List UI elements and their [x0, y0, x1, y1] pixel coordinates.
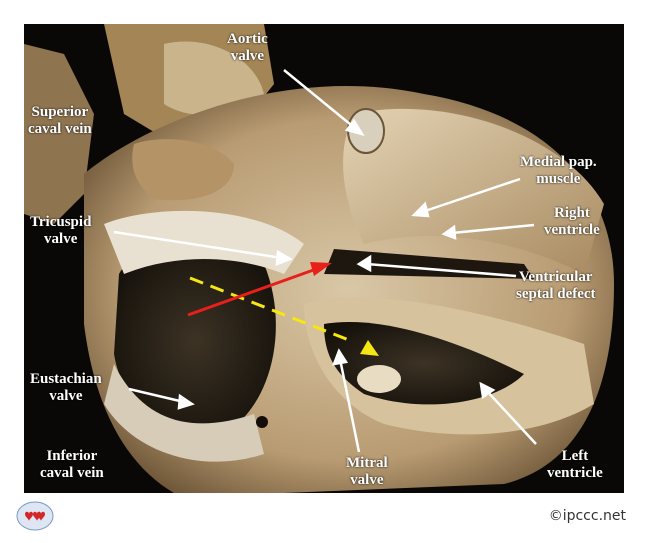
- label-eustachian-valve: Eustachian valve: [30, 371, 102, 404]
- label-superior-caval-vein: Superior caval vein: [28, 104, 92, 137]
- label-medial-pap-muscle: Medial pap. muscle: [520, 154, 597, 187]
- coronary-sinus-hole: [256, 416, 268, 428]
- pointer-aortic: [283, 69, 357, 130]
- red-arrowhead: [310, 262, 332, 276]
- left-vessels: [24, 44, 94, 224]
- mitral-leaflet: [357, 365, 401, 393]
- label-aortic-valve: Aortic valve: [227, 31, 268, 64]
- yellow-arrowhead: [360, 340, 379, 356]
- right-ventricle-wall: [343, 108, 604, 275]
- label-ventricular-septal-defect: Ventricular septal defect: [516, 269, 596, 302]
- ipccc-hearts-logo: [16, 501, 54, 531]
- svc-tissue: [132, 139, 234, 201]
- right-atrium-cavity: [114, 245, 276, 436]
- copyright-text: ©ipccc.net: [548, 508, 626, 524]
- label-inferior-caval-vein: Inferior caval vein: [40, 448, 104, 481]
- label-mitral-valve: Mitral valve: [346, 455, 388, 488]
- specimen-illustration: [24, 24, 614, 493]
- yellow-dashed-arrow: [189, 276, 355, 344]
- heart-specimen-photo: Aortic valve Superior caval vein Medial …: [24, 24, 624, 493]
- label-right-ventricle: Right ventricle: [544, 205, 600, 238]
- label-tricuspid-valve: Tricuspid valve: [30, 214, 92, 247]
- vsd-gap: [324, 249, 534, 279]
- label-left-ventricle: Left ventricle: [547, 448, 603, 481]
- red-arrow: [187, 266, 320, 317]
- eustachian-ridge: [104, 364, 264, 462]
- tricuspid-leaflet: [104, 210, 304, 274]
- pointer-arrows: [113, 69, 537, 453]
- fatty-tissue: [164, 41, 264, 115]
